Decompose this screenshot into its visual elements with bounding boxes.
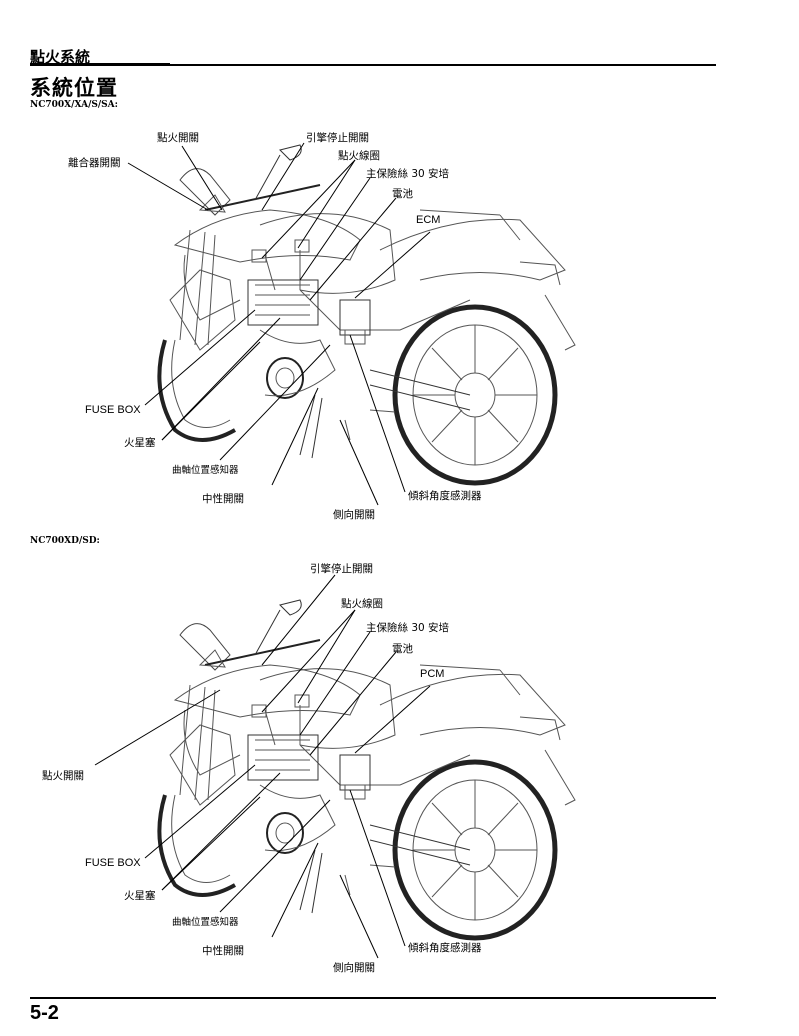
page-number: 5-2	[30, 1002, 59, 1024]
label-neutral-switch-2: 中性開關	[202, 945, 244, 957]
leader-lines-1	[127, 142, 431, 506]
label-side-stand-switch-1: 側向開關	[333, 509, 375, 521]
model-label-1: NC700X/XA/S/SA:	[30, 100, 118, 110]
header-rule	[30, 64, 716, 66]
motorcycle-drawing-2	[159, 600, 575, 938]
label-battery-1: 電池	[392, 188, 413, 200]
label-main-fuse-2: 主保險絲 30 安培	[366, 622, 450, 634]
section-title: 系統位置	[30, 75, 118, 100]
footer-rule	[30, 997, 716, 999]
label-spark-plug-2: 火星塞	[124, 890, 156, 902]
label-ignition-coil-2: 點火線圈	[341, 598, 383, 610]
chapter-title: 點火系統	[30, 48, 91, 66]
label-engine-stop-switch-1: 引擎停止開關	[306, 132, 369, 144]
label-clutch-switch-1: 離合器開關	[68, 157, 121, 169]
label-ignition-switch-1: 點火開關	[157, 132, 199, 144]
label-ignition-switch-2: 點火開關	[42, 770, 84, 782]
label-spark-plug-1: 火星塞	[124, 437, 156, 449]
label-main-fuse-1: 主保險絲 30 安培	[366, 168, 450, 180]
motorcycle-drawing-1	[159, 145, 575, 483]
leader-lines-2	[94, 574, 431, 959]
label-bank-angle-sensor-2: 傾斜角度感測器	[408, 942, 482, 954]
label-fuse-box-1: FUSE BOX	[85, 404, 141, 416]
label-ckp-sensor-1: 曲軸位置感知器	[172, 465, 239, 476]
label-pcm: PCM	[420, 668, 445, 680]
label-neutral-switch-1: 中性開關	[202, 493, 244, 505]
label-ignition-coil-1: 點火線圈	[338, 150, 380, 162]
label-ecm: ECM	[416, 214, 441, 226]
label-ckp-sensor-2: 曲軸位置感知器	[172, 917, 239, 928]
label-engine-stop-switch-2: 引擎停止開關	[310, 563, 373, 575]
label-battery-2: 電池	[392, 643, 413, 655]
label-fuse-box-2: FUSE BOX	[85, 857, 141, 869]
label-side-stand-switch-2: 側向開關	[333, 962, 375, 974]
label-bank-angle-sensor-1: 傾斜角度感測器	[408, 490, 482, 502]
model-label-2: NC700XD/SD:	[30, 536, 100, 546]
